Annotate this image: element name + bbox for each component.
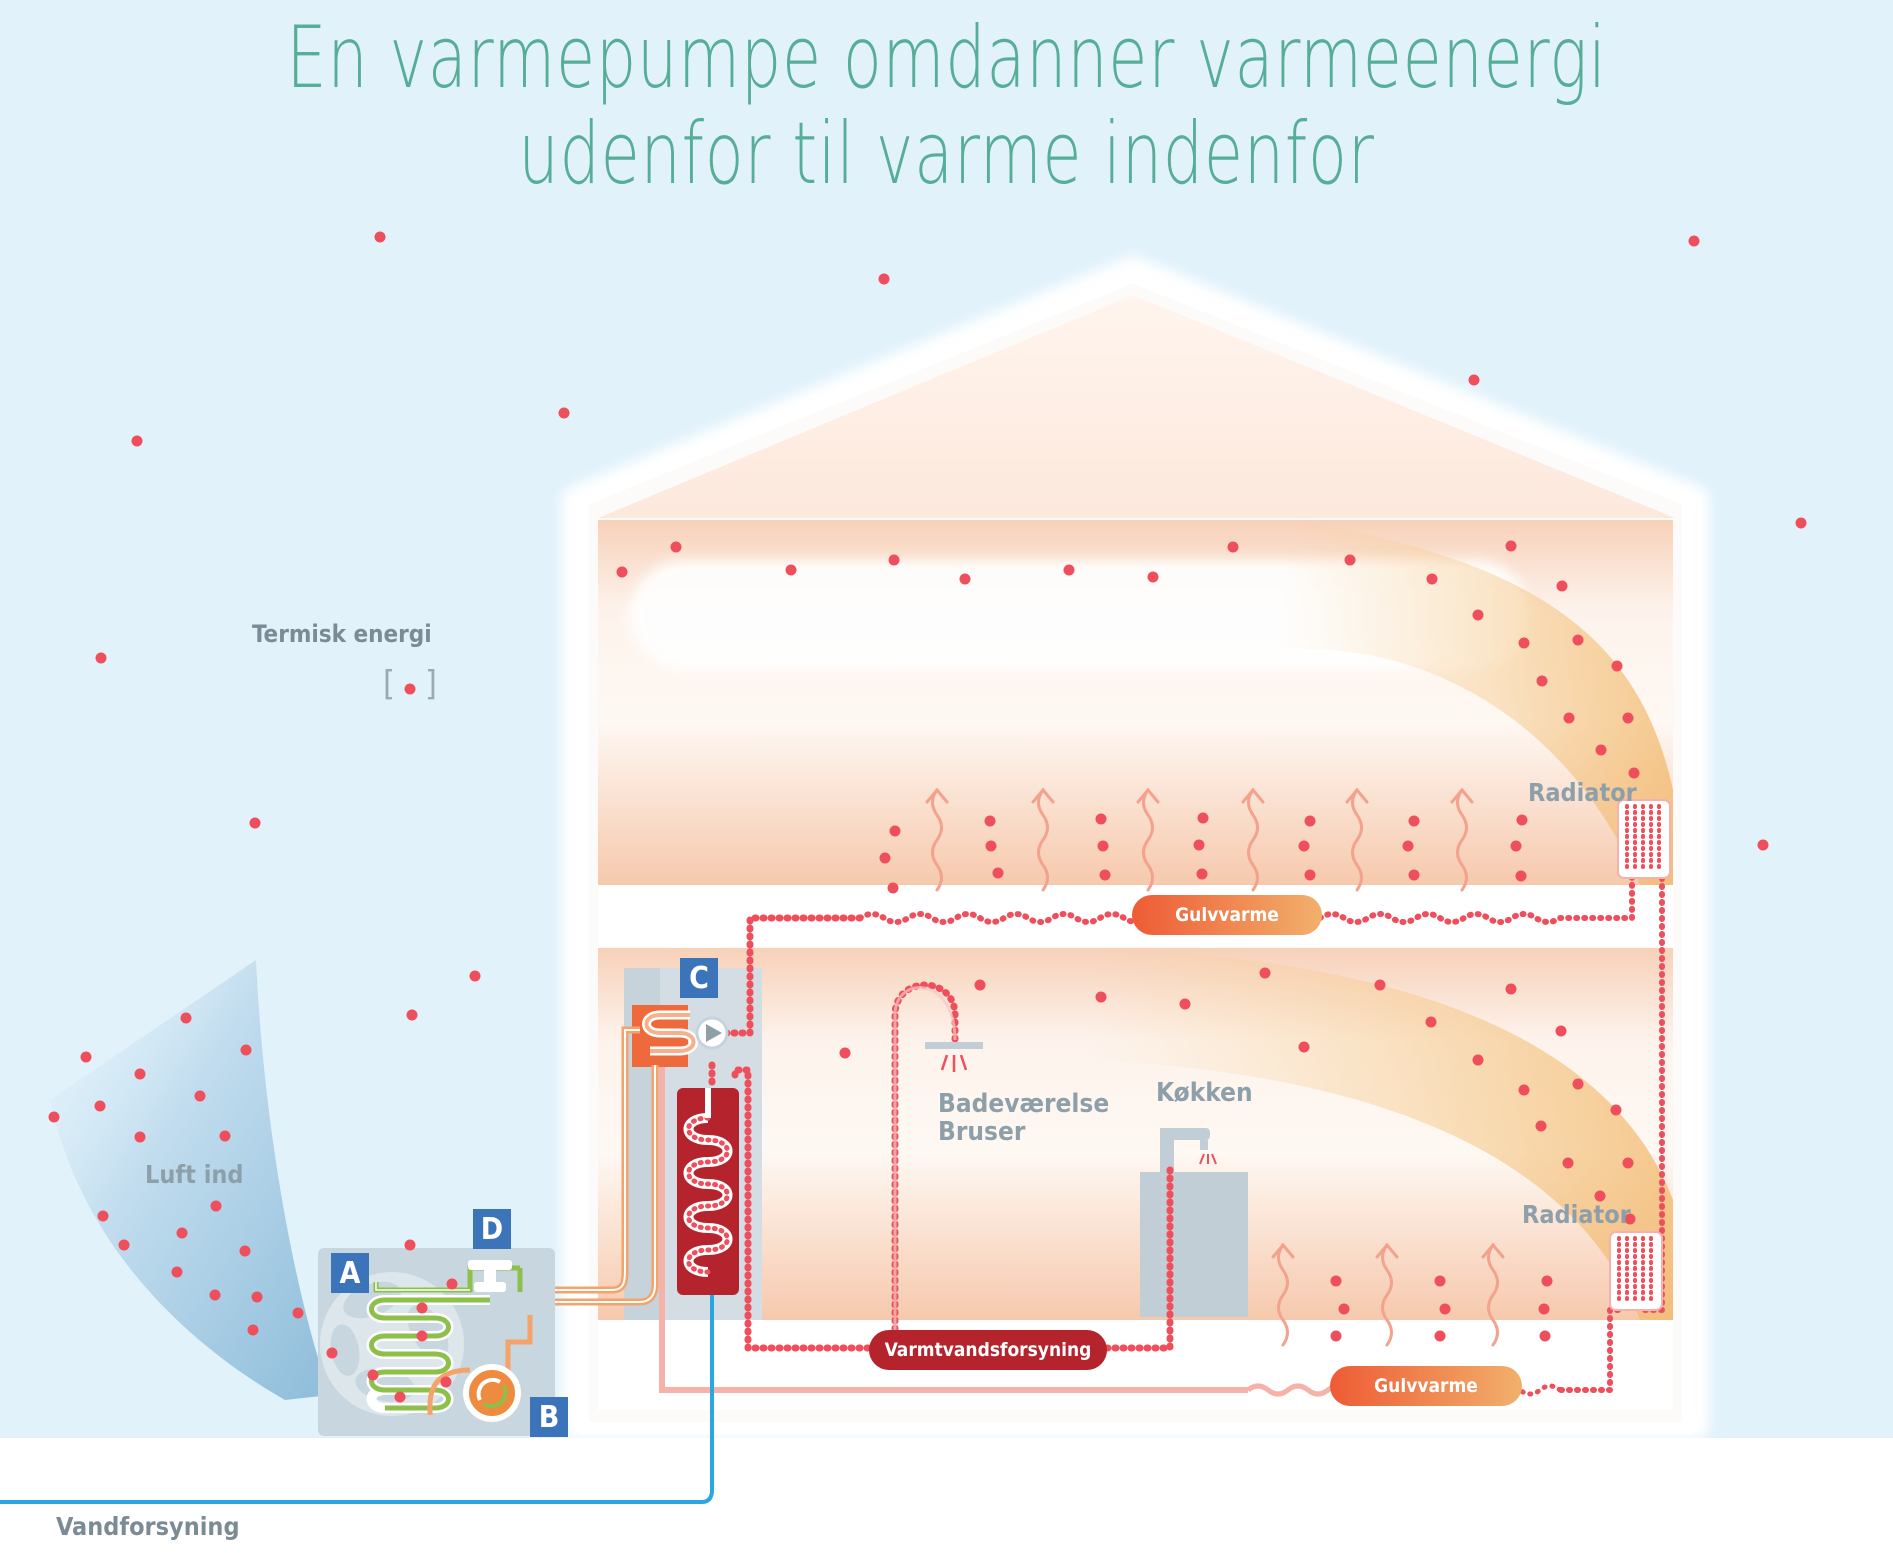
upper-heat-sweep <box>1280 520 1673 885</box>
shower-head-icon <box>925 1042 983 1049</box>
bathroom-label-2: Bruser <box>938 1117 1026 1147</box>
ground <box>0 1438 1893 1553</box>
lower-heat-sweep <box>1090 948 1673 1320</box>
water-supply-label: Vandforsyning <box>56 1512 240 1541</box>
floor-heating-upper-pill: Gulvvarme <box>1132 895 1322 935</box>
radiator-icon-lower <box>1609 1231 1663 1311</box>
badge-d: D <box>473 1209 511 1249</box>
thermal-energy-dots <box>48 231 1807 1403</box>
title-line-1: En varmepumpe omdanner varmeenergi <box>286 8 1607 108</box>
legend-bracket-left: [ <box>383 664 395 704</box>
water-supply-pipe <box>0 1295 714 1504</box>
kitchen-label: Køkken <box>1156 1078 1253 1108</box>
air-in-label: Luft ind <box>145 1160 244 1189</box>
badge-c: C <box>680 958 718 998</box>
radiator-label-upper: Radiator <box>1528 778 1637 807</box>
kitchen-counter <box>1140 1172 1248 1317</box>
legend-bracket-right: ] <box>425 664 437 704</box>
heat-wave-arrows-upper <box>925 787 1474 892</box>
radiator-icon-upper <box>1617 799 1671 879</box>
badge-b: B <box>530 1397 568 1437</box>
faucet-icon <box>1160 1128 1210 1172</box>
compressor-icon <box>463 1364 521 1422</box>
bathroom-label-1: Badeværelse <box>938 1089 1110 1119</box>
title-line-2: udenfor til varme indenfor <box>518 104 1375 204</box>
upper-floor-heating-pipe <box>706 914 864 1037</box>
expansion-valve-icon <box>468 1260 512 1292</box>
attic <box>598 295 1675 518</box>
floor-heating-return-pipe <box>659 1030 1248 1393</box>
radiator-label-lower: Radiator <box>1522 1200 1631 1229</box>
badge-a: A <box>331 1253 369 1293</box>
floor-heating-lower-pill: Gulvvarme <box>1330 1366 1522 1406</box>
air-intake-plume <box>50 960 330 1400</box>
hot-water-supply-pill: Varmtvandsforsyning <box>869 1330 1107 1370</box>
heat-wave-arrows-lower <box>1271 1242 1505 1347</box>
legend-label: Termisk energi <box>252 620 432 648</box>
